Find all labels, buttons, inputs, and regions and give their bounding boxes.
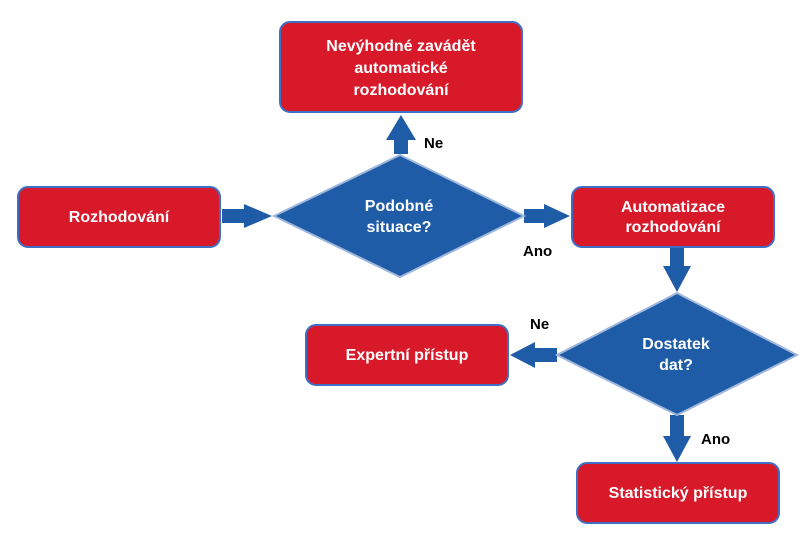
node-label-line-2: rozhodování	[625, 219, 721, 236]
arrow-shape	[386, 115, 416, 154]
decision-diamond	[554, 291, 800, 417]
arrow-shape	[222, 204, 272, 228]
node-label-line-1: Dostatek	[642, 336, 710, 353]
edge-label-similar-no: Ne	[424, 135, 443, 152]
decision-diamond	[271, 153, 527, 279]
process-box	[17, 186, 221, 248]
arrow-similar-to-automation	[524, 204, 570, 228]
node-enough-data: Dostatek dat?	[554, 291, 800, 417]
arrow-enough-data-to-expert	[510, 342, 557, 368]
node-label-line-3: rozhodování	[353, 82, 449, 99]
edge-label-data-yes: Ano	[701, 431, 730, 448]
arrow-shape	[524, 204, 570, 228]
process-box	[571, 186, 775, 248]
arrow-enough-data-to-statistical	[663, 415, 691, 462]
node-label: Expertní přístup	[346, 347, 469, 364]
arrow-similar-to-not-worth	[386, 115, 416, 154]
node-similar-situations: Podobné situace?	[271, 153, 527, 279]
node-label-line-1: Nevýhodné zavádět	[326, 38, 476, 55]
arrow-decision-to-similar	[222, 204, 272, 228]
arrow-shape	[663, 415, 691, 462]
arrow-shape	[510, 342, 557, 368]
process-box	[576, 462, 780, 524]
edge-label-data-no: Ne	[530, 316, 549, 333]
node-label-line-1: Automatizace	[621, 199, 725, 216]
process-box	[305, 324, 509, 386]
node-label-line-2: automatické	[354, 60, 447, 77]
node-label: Rozhodování	[69, 209, 170, 226]
process-box	[279, 21, 523, 113]
node-label-line-2: dat?	[659, 357, 693, 374]
node-statistical-approach: Statistický přístup	[576, 462, 780, 524]
node-decision-automation: Automatizace rozhodování	[571, 186, 775, 248]
node-not-worth-automating: Nevýhodné zavádět automatické rozhodován…	[279, 21, 523, 113]
node-label-line-2: situace?	[367, 219, 432, 236]
node-decision-making: Rozhodování	[17, 186, 221, 248]
node-label-line-1: Podobné	[365, 198, 434, 215]
arrow-automation-to-enough-data	[663, 248, 691, 292]
arrow-shape	[663, 248, 691, 292]
node-expert-approach: Expertní přístup	[305, 324, 509, 386]
edge-label-similar-yes: Ano	[523, 243, 552, 260]
node-label: Statistický přístup	[609, 485, 748, 502]
